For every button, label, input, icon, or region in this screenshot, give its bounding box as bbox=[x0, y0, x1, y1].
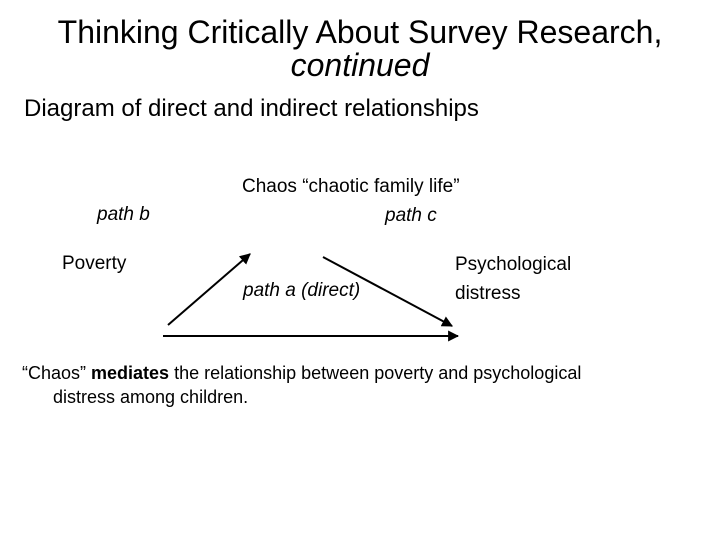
path-b-label: path b bbox=[97, 204, 150, 225]
slide-title: Thinking Critically About Survey Researc… bbox=[0, 16, 720, 82]
psychological-distress-node-label: Psychological distress bbox=[455, 250, 571, 308]
path-c-label: path c bbox=[385, 205, 437, 226]
chaos-node-label: Chaos “chaotic family life” bbox=[242, 176, 460, 197]
summary-line1-prefix: “Chaos” bbox=[22, 363, 92, 383]
diagram-heading: Diagram of direct and indirect relations… bbox=[24, 95, 479, 122]
poverty-to-chaos-arrow bbox=[167, 253, 251, 326]
poverty-node-label: Poverty bbox=[62, 253, 127, 274]
summary-bold-word: mediates bbox=[91, 363, 170, 383]
slide-title-continued: continued bbox=[290, 47, 430, 83]
psychological-distress-line2: distress bbox=[455, 283, 521, 304]
summary-line2: distress among children. bbox=[53, 387, 249, 407]
summary-line1: “Chaos” mediates the relationship betwee… bbox=[22, 361, 581, 385]
slide-title-line1: Thinking Critically About Survey Researc… bbox=[57, 14, 663, 50]
summary-line1-suffix: the relationship between poverty and psy… bbox=[169, 363, 582, 383]
summary-text: “Chaos” mediates the relationship betwee… bbox=[22, 361, 581, 409]
path-a-label: path a (direct) bbox=[243, 280, 361, 301]
psychological-distress-line1: Psychological bbox=[455, 254, 572, 275]
